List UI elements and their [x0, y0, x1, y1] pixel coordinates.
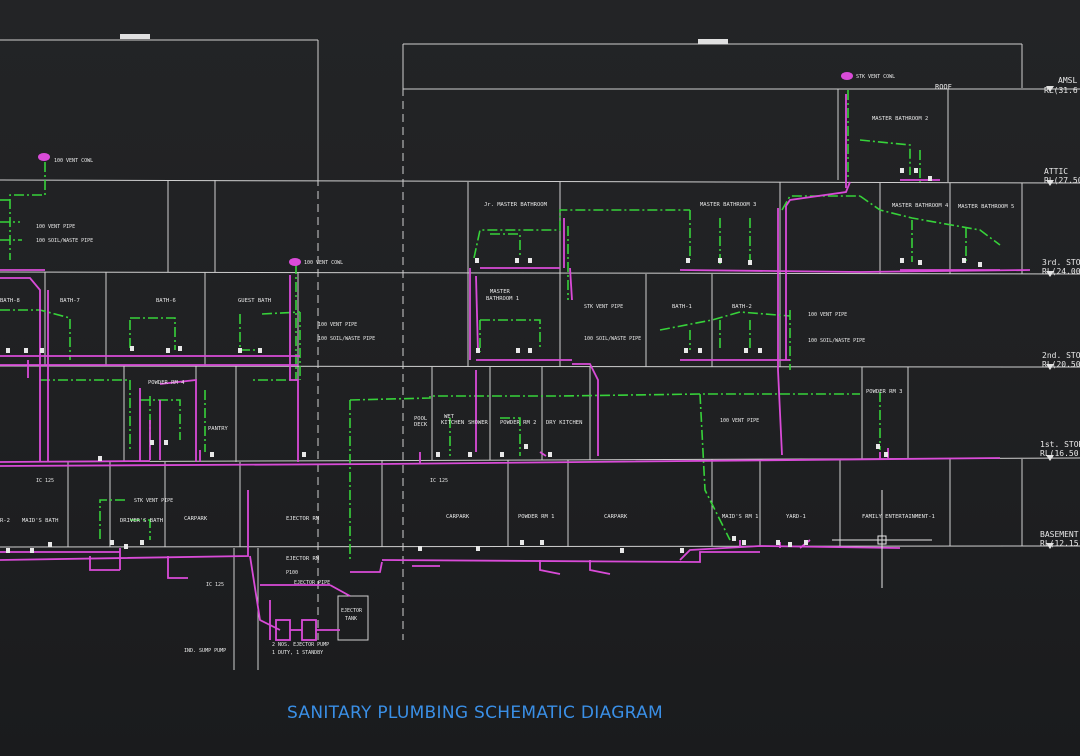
room-pool-deck-line1: POOL	[414, 416, 428, 422]
room-bath-6: BATH-6	[156, 298, 176, 304]
level-roof-name: ROOF	[935, 83, 952, 91]
room-carpark-b: CARPARK	[446, 514, 470, 520]
room-maids-rm-1: MAID'S RM 1	[722, 514, 758, 520]
room-guest-bath: GUEST BATH	[238, 298, 271, 304]
label-soil-pipe-left: 100 SOIL/WASTE PIPE	[36, 238, 93, 244]
room-bath-1: BATH-1	[672, 304, 692, 310]
room-jr-master-bathroom: Jr. MASTER BATHROOM	[484, 202, 548, 208]
vent-cowls	[38, 72, 853, 266]
label-ejector-pumps-line1: 2 NOS. EJECTOR PUMP	[272, 642, 329, 648]
room-ejector-rm: EJECTOR RM	[286, 516, 320, 522]
diagram-title: SANITARY PLUMBING SCHEMATIC DIAGRAM	[287, 703, 663, 723]
room-yard-1: YARD-1	[786, 514, 806, 520]
label-vent-cowl-roof: STK VENT COWL	[856, 74, 895, 80]
label-ejector-tank-line1: EJECTOR	[341, 608, 363, 614]
label-ic-left: IC 125	[36, 478, 54, 484]
label-ic-mid: IC 125	[430, 478, 448, 484]
room-basement-left: R-2	[0, 518, 10, 524]
drawing-frame	[0, 34, 1080, 670]
label-ic-right: IC 125	[206, 582, 224, 588]
level-3rd-rl: RL(24.00)	[1042, 267, 1080, 276]
level-markers	[1046, 86, 1054, 549]
level-3rd-name: 3rd. STOREY	[1042, 258, 1080, 267]
room-bath-2: BATH-2	[732, 304, 752, 310]
label-vent-pipe-mid: 100 VENT PIPE	[318, 322, 357, 328]
room-labels: BATH-7 BATH-6 GUEST BATH BATH-8 POWDER R…	[0, 116, 1014, 524]
level-attic-name: ATTIC	[1044, 167, 1068, 176]
room-powder-rm-3: POWDER RM 3	[866, 389, 902, 395]
room-master-bathroom-1-line2: BATHROOM 1	[486, 296, 519, 302]
label-ejector-pumps-line2: 1 DUTY, 1 STANDBY	[272, 650, 323, 656]
room-wet-kitchen-line1: WET	[444, 414, 455, 420]
level-1st-rl: RL(16.50)	[1040, 449, 1080, 458]
label-soil-pipe-right: 100 SOIL/WASTE PIPE	[808, 338, 865, 344]
room-carpark-a: CARPARK	[184, 516, 208, 522]
level-amsl-name: AMSL	[1058, 76, 1077, 85]
label-ejector-pipe: EJECTOR PIPE	[294, 580, 330, 586]
room-dry-kitchen: DRY KITCHEN	[546, 420, 582, 426]
label-vent-cowl-mid: 100 VENT COWL	[304, 260, 343, 266]
room-master-bathroom-3: MASTER BATHROOM 3	[700, 202, 756, 208]
room-master-bathroom-5: MASTER BATHROOM 5	[958, 204, 1014, 210]
level-labels: AMSL RL(31.6 ROOF ATTIC RL(27.50) 3rd. S…	[935, 76, 1080, 548]
level-2nd-rl: RL(20.50)	[1042, 360, 1080, 369]
label-ejector-rm: EJECTOR RM	[286, 556, 320, 562]
room-powder-rm-4: POWDER RM 4	[148, 380, 185, 386]
soil-waste-pipes	[0, 94, 1031, 641]
label-soil-pipe-mid: 100 SOIL/WASTE PIPE	[318, 336, 375, 342]
label-ejector-tank-line2: TANK	[345, 616, 357, 622]
level-amsl-rl: RL(31.6	[1044, 86, 1078, 95]
pipe-annotations: 100 VENT COWL 100 VENT COWL STK VENT COW…	[36, 74, 895, 656]
cad-crosshair[interactable]	[832, 490, 932, 588]
fixtures	[6, 168, 982, 553]
label-vent-cowl-left: 100 VENT COWL	[54, 158, 93, 164]
room-powder-rm-1: POWDER RM 1	[518, 514, 554, 520]
label-vent-pipe-lower: 100 VENT PIPE	[720, 418, 759, 424]
level-attic-rl: RL(27.50)	[1044, 176, 1080, 185]
room-pantry: PANTRY	[208, 426, 229, 432]
room-master-bathroom-1-line1: MASTER	[490, 289, 511, 295]
label-p100: P100	[286, 570, 298, 576]
level-1st-name: 1st. STOREY	[1040, 440, 1080, 449]
room-carpark-c: CARPARK	[604, 514, 628, 520]
level-2nd-name: 2nd. STOREY	[1042, 351, 1080, 360]
room-pool-deck-line2: DECK	[414, 422, 428, 428]
room-family-entertainment-1: FAMILY ENTERTAINMENT-1	[862, 514, 935, 520]
vent-pipes	[0, 90, 1001, 560]
room-master-bathroom-4: MASTER BATHROOM 4	[892, 203, 949, 209]
level-basement-rl: RL(12.15)	[1040, 539, 1080, 548]
room-bath-7: BATH-7	[60, 298, 80, 304]
level-basement-name: BASEMENT	[1040, 530, 1079, 539]
room-bath-8: BATH-8	[0, 298, 20, 304]
room-powder-rm-2: POWDER RM 2	[500, 420, 536, 426]
room-maids-bath: MAID'S BATH	[22, 518, 58, 524]
label-soil-pipe-centre: 100 SOIL/WASTE PIPE	[584, 336, 641, 342]
label-vent-pipe-right: 100 VENT PIPE	[808, 312, 847, 318]
room-drivers-bath: DRIVER'S BATH	[120, 518, 163, 524]
room-master-bathroom-2: MASTER BATHROOM 2	[872, 116, 928, 122]
label-sump-pump: IND. SUMP PUMP	[184, 648, 226, 654]
room-shower: SHOWER	[468, 420, 489, 426]
label-stk-vent-pipe: STK VENT PIPE	[584, 304, 623, 310]
label-vent-pipe-left: 100 VENT PIPE	[36, 224, 75, 230]
label-stk-vent-pipe-basement: STK VENT PIPE	[134, 498, 173, 504]
room-wet-kitchen-line2: KITCHEN	[441, 420, 464, 426]
